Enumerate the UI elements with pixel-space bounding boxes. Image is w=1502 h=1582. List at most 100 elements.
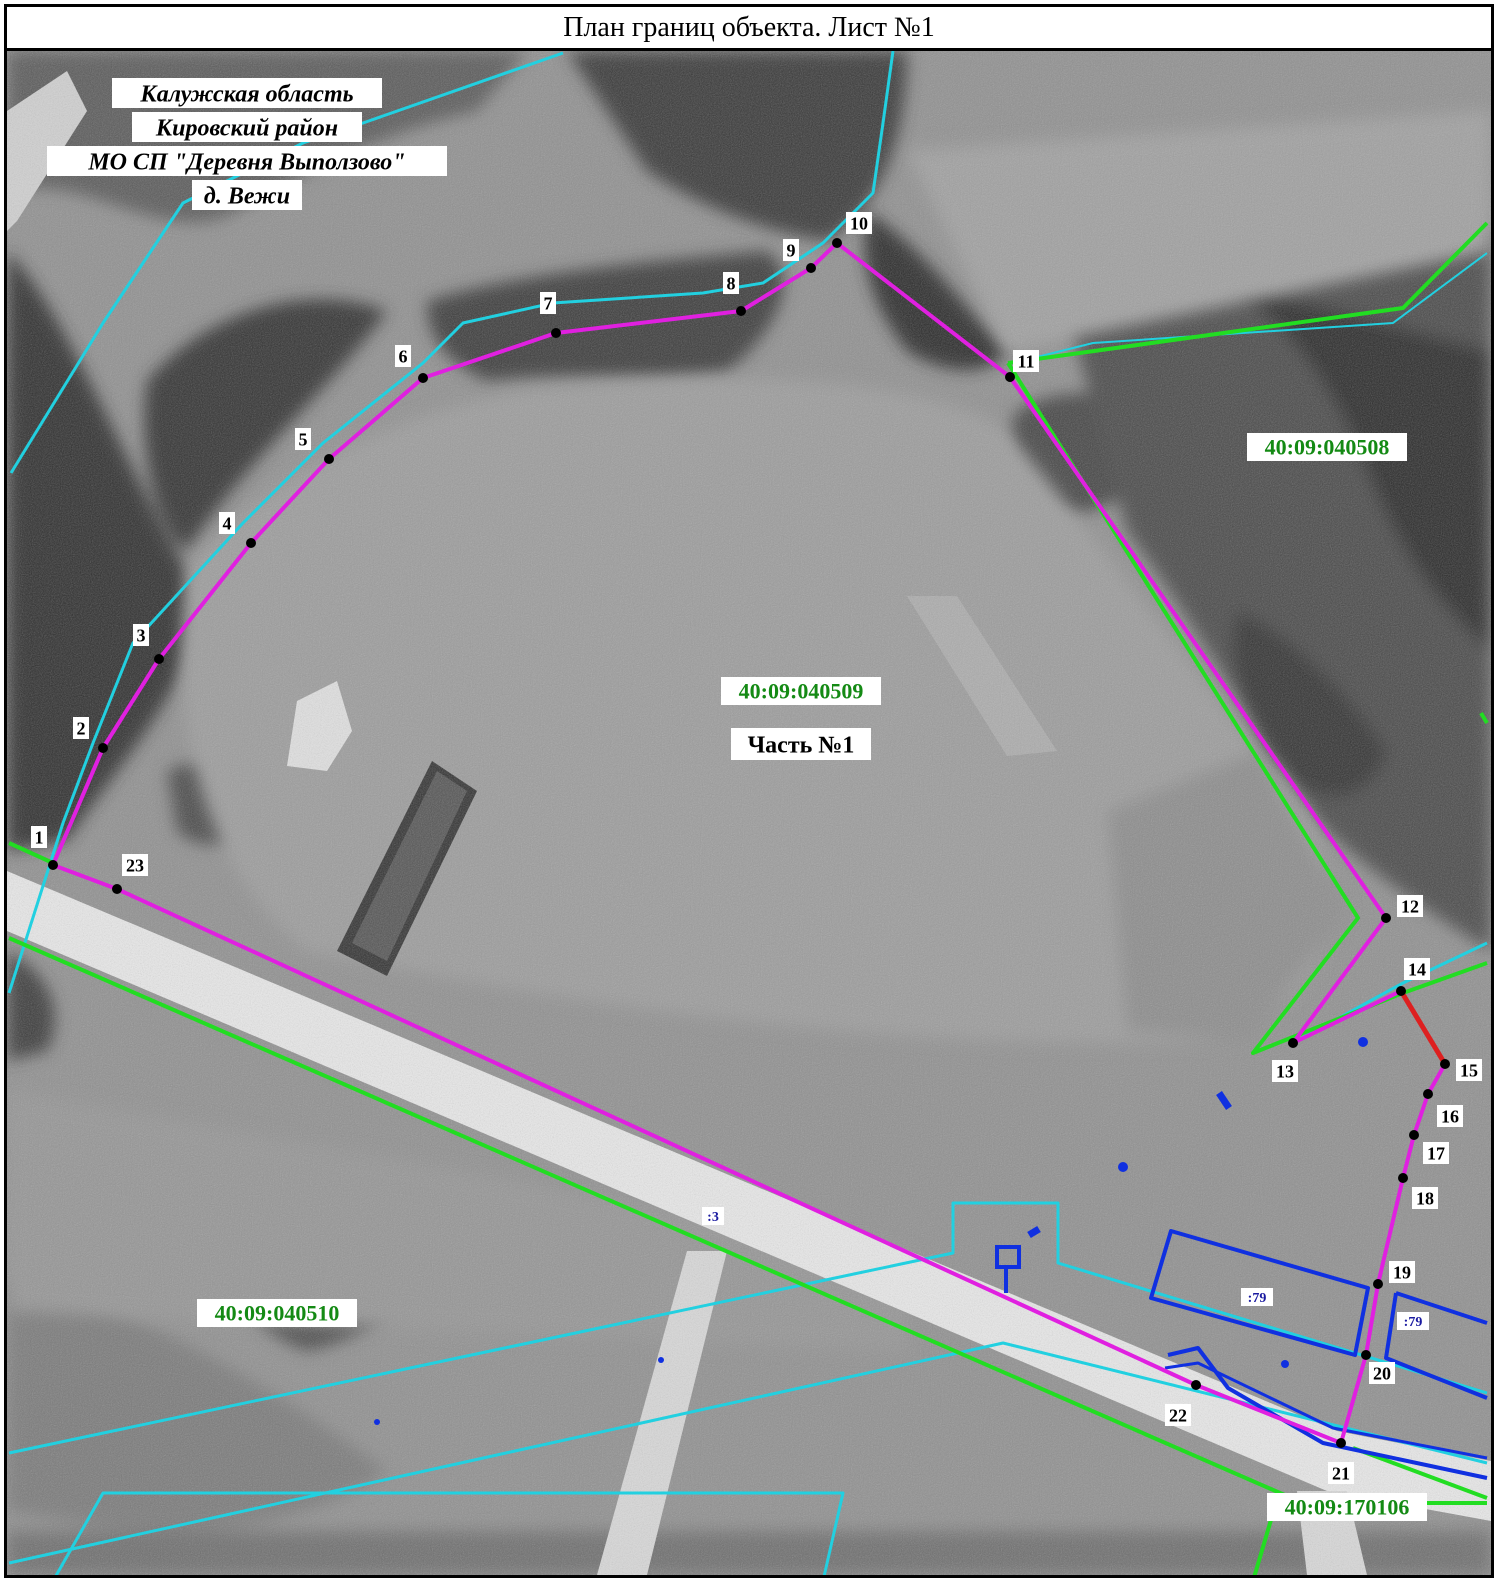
point-label-10: 10: [850, 213, 868, 233]
neighbor-line-f: [1012, 252, 1488, 364]
point-label-20-bg: [1369, 1362, 1395, 1384]
parcel-boundary: [51, 241, 1447, 1445]
structure-d: [1167, 1346, 1488, 1480]
structure-dot-d: [658, 1357, 664, 1363]
point-label-23-bg: [122, 854, 148, 876]
neighbor-line-b: [7, 51, 895, 994]
boundary-point-4: [246, 538, 256, 548]
point-label-13: 13: [1276, 1061, 1294, 1081]
point-label-18-bg: [1412, 1187, 1438, 1209]
point-label-16: 16: [1441, 1106, 1459, 1126]
boundary-point-14: [1396, 986, 1406, 996]
point-label-4-bg: [219, 512, 235, 534]
quarter-label-040510-bg: [197, 1299, 357, 1327]
boundary-point-9: [806, 263, 816, 273]
parcel-part-label-bg: [731, 728, 871, 760]
point-label-23: 23: [126, 855, 144, 875]
region-rayon-bg: [132, 112, 362, 142]
point-label-3: 3: [137, 625, 146, 645]
point-label-22: 22: [1169, 1405, 1187, 1425]
sheet-title: План границ объекта. Лист №1: [7, 7, 1491, 51]
structure-c: [1384, 1292, 1488, 1400]
boundary-point-8: [736, 306, 746, 316]
map-canvas: 1234567891011121314151617181920212223Кал…: [7, 51, 1491, 1575]
point-label-16-bg: [1437, 1105, 1463, 1127]
point-label-1-bg: [31, 826, 47, 848]
quarter-label-040510: 40:09:040510: [215, 1301, 340, 1326]
boundary-point-6: [418, 373, 428, 383]
point-label-13-bg: [1272, 1060, 1298, 1082]
point-label-11: 11: [1017, 351, 1034, 371]
map-sheet: План границ объекта. Лист №1: [4, 4, 1494, 1578]
point-label-15-bg: [1456, 1059, 1482, 1081]
point-label-11-bg: [1013, 350, 1039, 372]
point-label-5-bg: [295, 428, 311, 450]
point-label-3-bg: [133, 624, 149, 646]
point-label-15: 15: [1460, 1060, 1478, 1080]
point-label-14: 14: [1408, 959, 1426, 979]
point-label-4: 4: [223, 513, 232, 533]
point-label-18: 18: [1416, 1188, 1434, 1208]
boundary-point-22: [1191, 1380, 1201, 1390]
quarter-label-170106: 40:09:170106: [1285, 1495, 1410, 1520]
cadastre-line-c: [1007, 221, 1489, 365]
point-label-22-bg: [1165, 1404, 1191, 1426]
boundary-point-12: [1381, 913, 1391, 923]
region-oblast: Калужская область: [139, 81, 353, 107]
region-village: д. Вежи: [204, 183, 290, 209]
structure-dot-c: [1281, 1360, 1289, 1368]
quarter-label-040508: 40:09:040508: [1265, 435, 1390, 460]
point-label-5: 5: [299, 429, 308, 449]
parcel-number-label: 40:09:040509: [739, 679, 864, 704]
boundary-point-21: [1336, 1438, 1346, 1448]
small-label-79-a-bg: [1241, 1288, 1273, 1306]
point-label-6-bg: [395, 345, 411, 367]
boundary-segment-14-15: [1398, 989, 1448, 1066]
region-municipality-bg: [47, 146, 447, 176]
cadastre-line-e: [1352, 1446, 1488, 1500]
point-label-8-bg: [723, 272, 739, 294]
point-label-21: 21: [1332, 1463, 1350, 1483]
structure-e: [1164, 1361, 1488, 1460]
point-label-7: 7: [544, 293, 553, 313]
boundary-point-16: [1423, 1089, 1433, 1099]
boundary-point-13: [1288, 1038, 1298, 1048]
point-label-10-bg: [846, 212, 872, 234]
boundary-point-19: [1373, 1279, 1383, 1289]
point-label-6: 6: [399, 346, 408, 366]
neighbor-line-c: [8, 1201, 1488, 1455]
boundary-point-23: [112, 884, 122, 894]
cadastre-line-a: [8, 841, 54, 865]
small-label-79-a: :79: [1248, 1291, 1267, 1306]
point-label-9: 9: [787, 240, 796, 260]
point-label-8: 8: [727, 273, 736, 293]
structure-dot-e: [374, 1419, 380, 1425]
point-label-2: 2: [77, 718, 86, 738]
small-label-3-bg: [702, 1207, 724, 1225]
point-label-12: 12: [1401, 896, 1419, 916]
point-label-21-bg: [1328, 1462, 1354, 1484]
boundary-point-10: [832, 238, 842, 248]
structure-dot-a: [1118, 1162, 1128, 1172]
structure-mark-a: [1216, 1091, 1232, 1110]
region-rayon: Кировский район: [155, 115, 338, 141]
cadastre-line-f: [1252, 1512, 1275, 1575]
small-label-79-b-bg: [1397, 1312, 1429, 1330]
point-label-7-bg: [540, 292, 556, 314]
boundary-point-3: [154, 654, 164, 664]
region-municipality: МО СП "Деревня Выползово": [87, 149, 405, 175]
structure-mark-b: [1027, 1225, 1041, 1239]
parcel-number-label-bg: [721, 677, 881, 705]
region-oblast-bg: [112, 78, 382, 108]
point-label-2-bg: [73, 717, 89, 739]
boundary-point-15: [1440, 1059, 1450, 1069]
region-village-bg: [192, 180, 302, 210]
point-label-19-bg: [1389, 1261, 1415, 1283]
photo-grain: [7, 51, 1491, 1575]
structure-a: [1149, 1229, 1370, 1357]
cadastre-line-g: [1479, 711, 1489, 725]
point-label-1: 1: [35, 827, 44, 847]
cadastre-line-d: [1006, 361, 1488, 1055]
boundary-point-17: [1409, 1130, 1419, 1140]
small-label-79-b: :79: [1404, 1315, 1423, 1330]
